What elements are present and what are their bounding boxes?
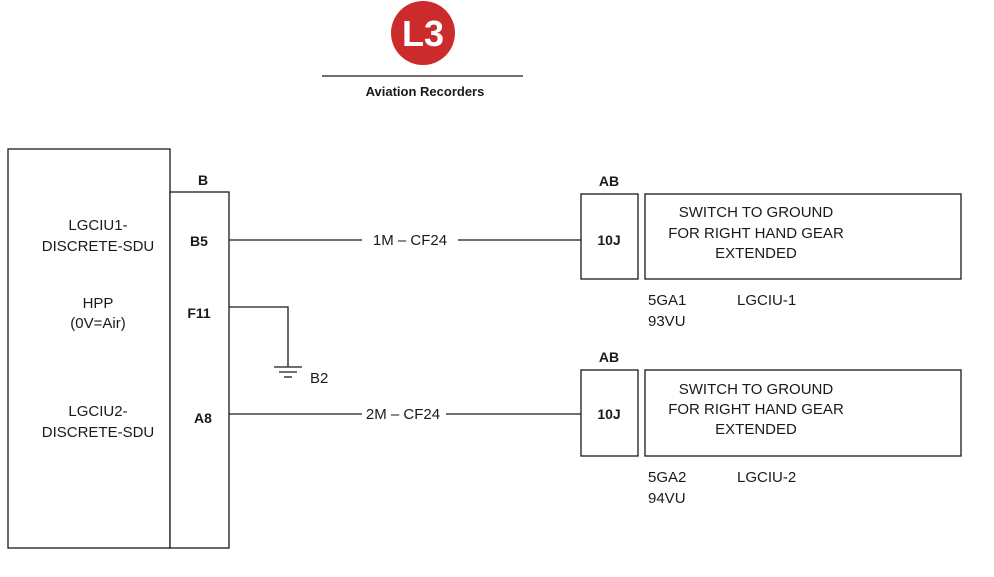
sdu-box: [8, 149, 170, 548]
switch-1-desc-line2: FOR RIGHT HAND GEAR: [668, 225, 844, 242]
l3-logo: L3: [391, 1, 455, 65]
header-subtitle: Aviation Recorders: [366, 84, 485, 99]
signal-name-lgciu2-line2: DISCRETE-SDU: [42, 424, 155, 441]
signal-name-lgciu1-line2: DISCRETE-SDU: [42, 238, 155, 255]
pin-a8: A8: [194, 410, 212, 426]
switch-2-ref1: 5GA2: [648, 469, 686, 486]
switch-2-desc-line2: FOR RIGHT HAND GEAR: [668, 401, 844, 418]
wire-1: 1M – CF24: [229, 232, 581, 249]
pin-f11: F11: [187, 305, 211, 321]
switch-2-ref2: 94VU: [648, 490, 686, 507]
switch-1-desc-line3: EXTENDED: [715, 245, 797, 262]
connector-b-label: B: [198, 172, 208, 188]
header: L3 Aviation Recorders: [322, 1, 523, 99]
pin-b5: B5: [190, 233, 208, 249]
logo-text: L3: [402, 13, 444, 54]
switch-1-ref2: 93VU: [648, 313, 686, 330]
switch-1-pin: 10J: [597, 232, 620, 248]
switch-2: AB 10J SWITCH TO GROUND FOR RIGHT HAND G…: [581, 349, 961, 507]
switch-1-desc-line1: SWITCH TO GROUND: [679, 204, 834, 221]
signal-name-hpp-line1: HPP: [83, 295, 114, 312]
ground-label: B2: [310, 370, 328, 387]
switch-2-connector-label: AB: [599, 349, 619, 365]
left-unit: B LGCIU1- DISCRETE-SDU B5 HPP (0V=Air) F…: [8, 149, 229, 548]
switch-1-connector-label: AB: [599, 173, 619, 189]
signal-name-hpp-line2: (0V=Air): [70, 315, 125, 332]
switch-2-pin: 10J: [597, 406, 620, 422]
switch-1-ref1: 5GA1: [648, 292, 686, 309]
wire-2-label: 2M – CF24: [366, 406, 440, 423]
ground-wire: [229, 307, 288, 367]
switch-2-unit: LGCIU-2: [737, 469, 796, 486]
signal-name-lgciu2-line1: LGCIU2-: [68, 403, 127, 420]
signal-name-lgciu1-line1: LGCIU1-: [68, 217, 127, 234]
switch-2-desc-line1: SWITCH TO GROUND: [679, 381, 834, 398]
switch-1: AB 10J SWITCH TO GROUND FOR RIGHT HAND G…: [581, 173, 961, 330]
wire-2: 2M – CF24: [229, 406, 581, 423]
wire-1-label: 1M – CF24: [373, 232, 447, 249]
switch-1-unit: LGCIU-1: [737, 292, 796, 309]
switch-2-desc-line3: EXTENDED: [715, 421, 797, 438]
ground-connection: B2: [229, 307, 328, 387]
